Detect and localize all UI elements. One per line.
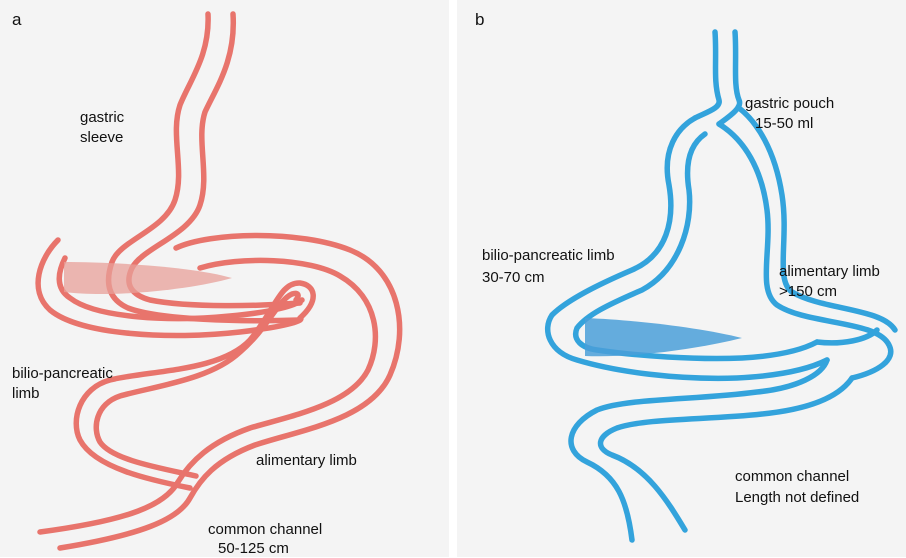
gastric-sleeve-label: gastric [80, 108, 124, 127]
alimentary-limb-label: alimentary limb [256, 451, 357, 470]
panel-b: b gastric pouch 15-50 ml bilio-pancreati… [457, 0, 906, 557]
bilio-pancreatic-label: bilio-pancreatic [12, 364, 113, 383]
common-channel-length-label: Length not defined [735, 488, 859, 507]
common-channel-label: common channel [208, 520, 322, 539]
bilio-pancreatic-label: bilio-pancreatic limb [482, 246, 615, 265]
pouch-staple-shading [585, 318, 742, 356]
esophagus-left-wall [695, 32, 719, 118]
alimentary-limb-label: alimentary limb [779, 262, 880, 281]
bilio-pancreatic-label-line2: limb [12, 384, 40, 403]
gastric-pouch-label: gastric pouch [745, 94, 834, 113]
panel-a-diagram [0, 0, 449, 557]
common-channel-length-label: 50-125 cm [218, 539, 289, 558]
panel-a-letter: a [12, 10, 21, 30]
common-channel-outer-wall [571, 360, 827, 540]
bilio-pancreatic-length-label: 30-70 cm [482, 268, 545, 287]
gastric-sleeve-label-line2: sleeve [80, 128, 123, 147]
esophagus-right-wall [719, 32, 740, 124]
alimentary-loop-inner-wall [40, 260, 375, 532]
alimentary-limb-length-label: >150 cm [779, 282, 837, 301]
panel-a: a gastric sleeve bilio-pancreatic limb a… [0, 0, 449, 557]
common-channel-label: common channel [735, 467, 849, 486]
gastric-pouch-volume-label: 15-50 ml [755, 114, 813, 133]
panel-b-letter: b [475, 10, 484, 30]
